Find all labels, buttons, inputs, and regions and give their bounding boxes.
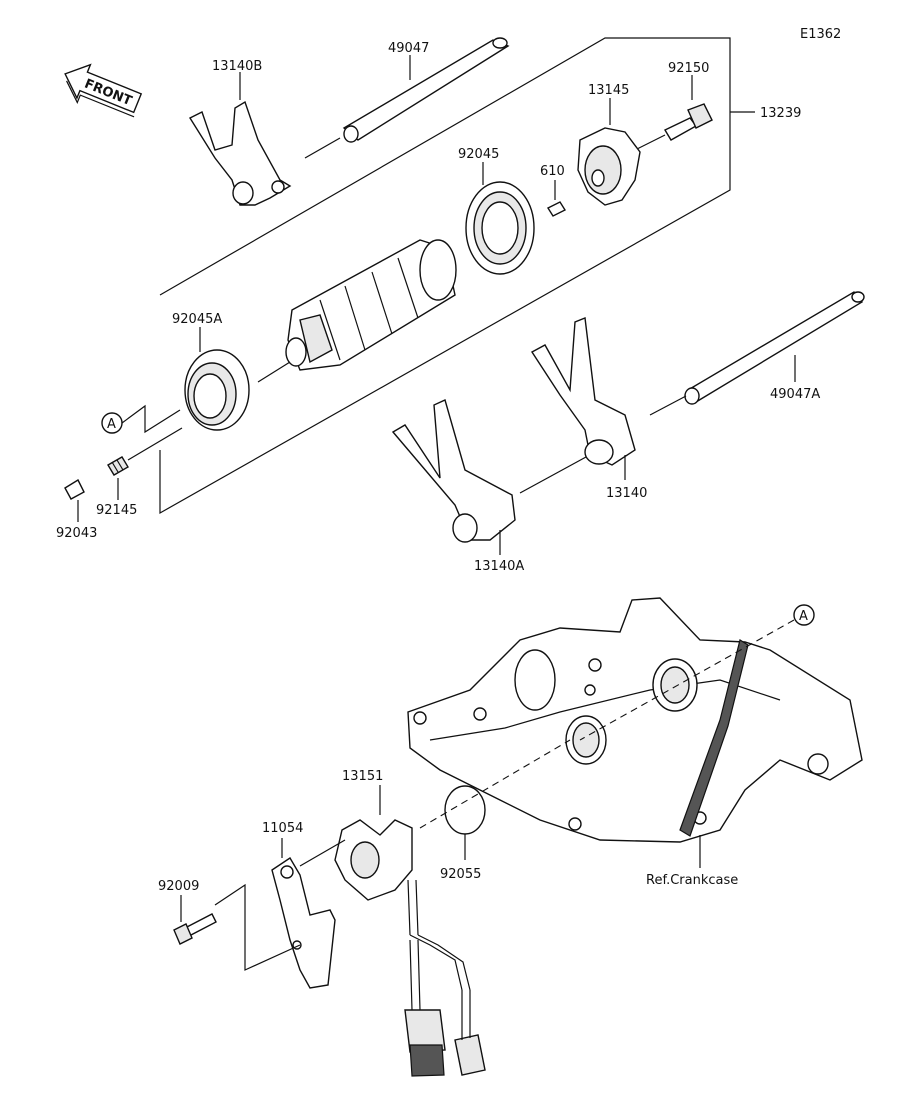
- label-11054: 11054: [262, 821, 303, 836]
- pin-92043: [64, 479, 85, 500]
- bolt-92009: [173, 913, 217, 945]
- rod-axis-49047A: [649, 395, 687, 416]
- label-13145: 13145: [588, 83, 629, 98]
- drum-axis: [257, 361, 291, 383]
- axis-plate: [299, 839, 346, 867]
- front-arrow: FRONT: [64, 63, 143, 118]
- bearing-92045A: [184, 349, 250, 431]
- label-92145: 92145: [96, 503, 137, 518]
- label-13239: 13239: [760, 106, 801, 121]
- label-92045A: 92045A: [172, 312, 222, 327]
- shift-rod-49047: [342, 37, 510, 143]
- axis-dash: [419, 739, 571, 829]
- shift-drum: [285, 239, 457, 371]
- label-13140: 13140: [606, 486, 647, 501]
- label-13151: 13151: [342, 769, 383, 784]
- label-92150: 92150: [668, 61, 709, 76]
- label-92055: 92055: [440, 867, 481, 882]
- shift-fork-13140: [530, 317, 636, 466]
- shift-fork-13140A: [391, 399, 516, 543]
- plate-11054: [271, 857, 336, 989]
- crankcase: [407, 597, 863, 843]
- label-92009: 92009: [158, 879, 199, 894]
- spring-92145: [107, 456, 129, 476]
- label-ref-crankcase: Ref.Crankcase: [646, 873, 738, 888]
- cam-plate-13145: [577, 127, 641, 206]
- label-610: 610: [540, 164, 565, 179]
- diagram-id: E1362: [800, 27, 841, 42]
- bolt-axis: [634, 134, 666, 151]
- o-ring-92055: [444, 785, 486, 835]
- svg-text:A: A: [799, 609, 808, 624]
- label-49047A: 49047A: [770, 387, 820, 402]
- rod-axis-49047: [304, 137, 341, 159]
- fork-link: [519, 456, 587, 494]
- label-13140A: 13140A: [474, 559, 524, 574]
- label-13140B: 13140B: [212, 59, 262, 74]
- label-92045: 92045: [458, 147, 499, 162]
- svg-text:A: A: [107, 417, 116, 432]
- bolt-92150: [664, 103, 713, 141]
- shift-fork-13140B: [188, 100, 292, 206]
- pin-610: [546, 201, 567, 217]
- label-49047: 49047: [388, 41, 429, 56]
- bracket-11054: [214, 883, 301, 971]
- assembly-frame: [159, 37, 731, 515]
- sensor-13151: [334, 819, 486, 1077]
- callout-a-top: A: [101, 404, 181, 434]
- label-92043: 92043: [56, 526, 97, 541]
- callout-a-bottom: A: [579, 604, 815, 741]
- bearing-92045: [465, 181, 535, 275]
- spring-axis: [127, 427, 183, 461]
